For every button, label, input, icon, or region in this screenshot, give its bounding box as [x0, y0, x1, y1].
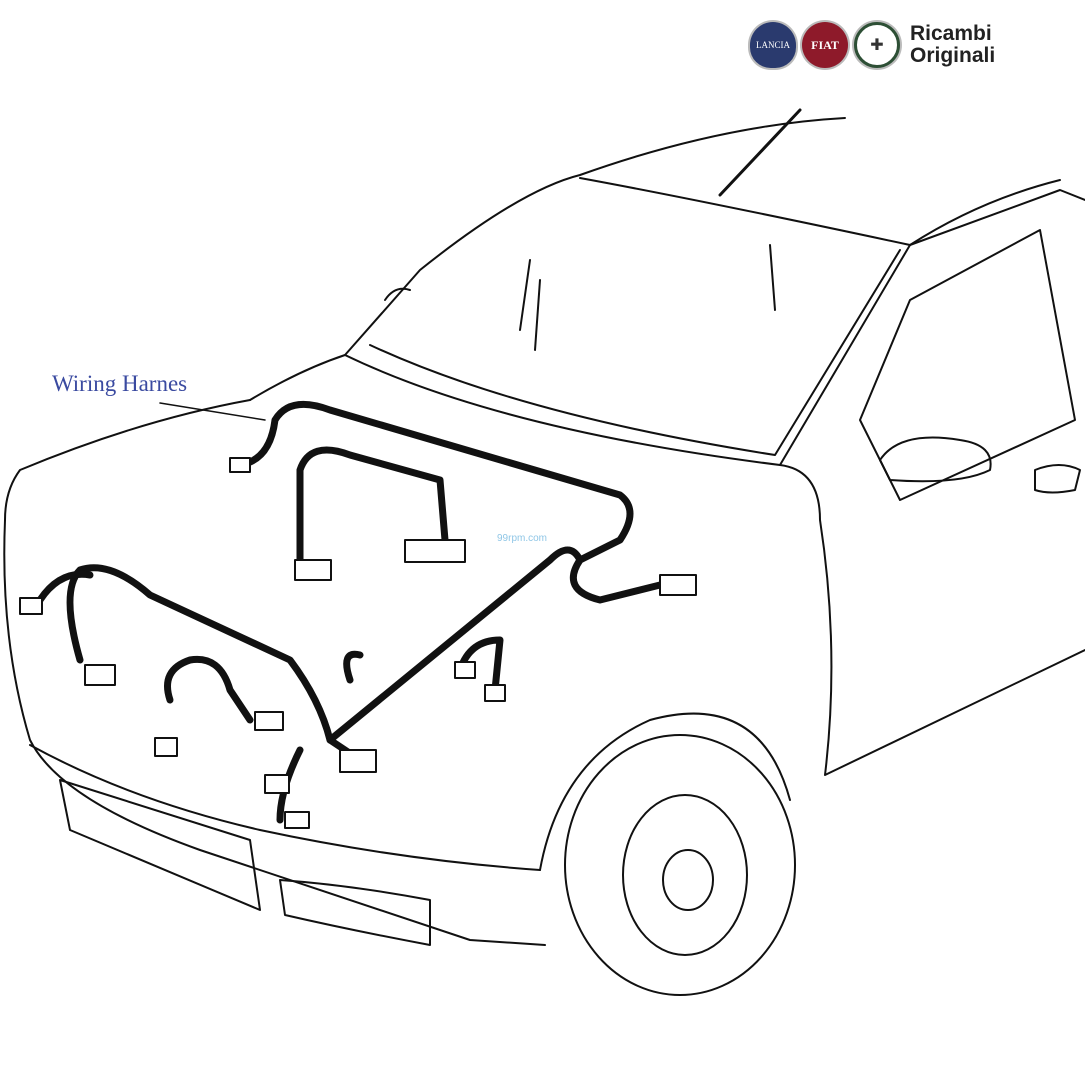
brand-text-line1: Ricambi	[910, 22, 992, 45]
brand-text-line2: Originali	[910, 44, 996, 67]
brand-text: Ricambi Originali	[910, 23, 995, 67]
car-body-outline	[3, 108, 1085, 996]
connectors	[19, 457, 697, 829]
watermark: 99rpm.com	[497, 533, 548, 544]
fiat-logo-icon: FIAT	[802, 22, 848, 68]
wiring-harness-callout-label: Wiring Harnes	[52, 371, 188, 396]
brand-header: LANCIA FIAT ✚ Ricambi Originali	[750, 22, 995, 68]
alfa-romeo-logo-icon: ✚	[854, 22, 900, 68]
lancia-logo-icon: LANCIA	[750, 22, 796, 68]
